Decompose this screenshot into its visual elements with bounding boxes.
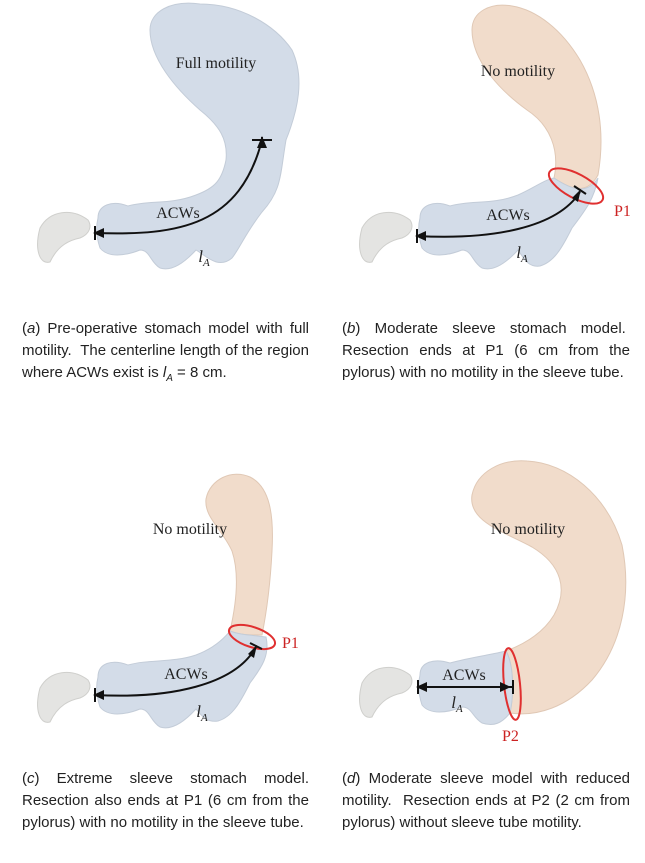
stomach-model-moderate-sleeve: No motility ACWs lA P1 xyxy=(322,0,645,290)
caption-c: (c) Extreme sleeve stomach model. Resect… xyxy=(22,768,309,834)
region-label: Full motility xyxy=(176,55,256,72)
caption-a: (a) Pre-operative stomach model with ful… xyxy=(22,318,309,390)
region-label: No motility xyxy=(481,63,555,80)
caption-d: (d) Moderate sleeve model with reduced m… xyxy=(342,768,630,834)
stomach-model-reduced-motility: No motility ACWs lA P2 xyxy=(322,455,645,755)
stomach-model-extreme-sleeve: No motility ACWs lA P1 xyxy=(0,455,322,755)
region-label: No motility xyxy=(153,521,227,538)
wave-label: ACWs xyxy=(156,205,200,222)
panel-d: No motility ACWs lA P2 xyxy=(322,455,645,755)
point-label: P2 xyxy=(502,728,519,745)
caption-b: (b) Moderate sleeve stomach model. Resec… xyxy=(342,318,630,384)
point-label: P1 xyxy=(614,203,631,220)
point-label: P1 xyxy=(282,635,299,652)
panel-b: No motility ACWs lA P1 xyxy=(322,0,645,290)
wave-label: ACWs xyxy=(442,667,486,684)
stomach-model-full-motility: Full motility ACWs lA xyxy=(0,0,322,290)
region-label: No motility xyxy=(491,521,565,538)
panel-a: Full motility ACWs lA xyxy=(0,0,322,290)
wave-label: ACWs xyxy=(164,666,208,683)
panel-c: No motility ACWs lA P1 xyxy=(0,455,322,755)
wave-label: ACWs xyxy=(486,207,530,224)
